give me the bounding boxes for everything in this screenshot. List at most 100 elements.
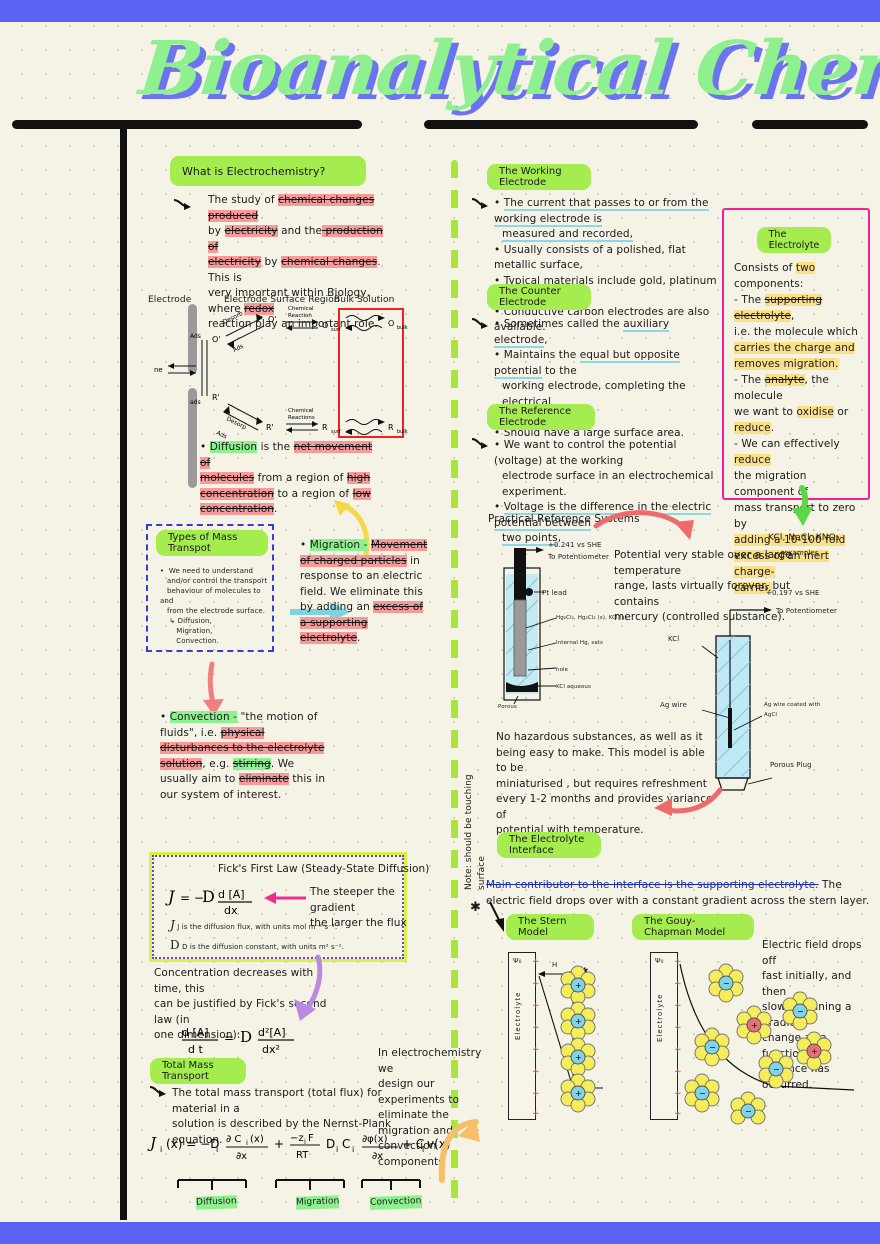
svg-text:D: D [240, 1028, 252, 1046]
svg-text:+: + [674, 1045, 682, 1055]
svg-text:∂x: ∂x [236, 1151, 247, 1162]
svg-text:(x): (x) [250, 1134, 264, 1145]
svg-text:+: + [532, 979, 540, 989]
svg-text:Desorp: Desorp [225, 416, 247, 432]
stern-molecule-column: + + + + [560, 965, 596, 1113]
arrow-hook-icon-3 [471, 198, 488, 209]
svg-text:R': R' [266, 423, 274, 432]
stern-psi-label: Ψ₀ [513, 957, 522, 965]
svg-text:−: − [773, 1065, 780, 1074]
svg-text:+: + [674, 1067, 682, 1077]
svg-text:Ads: Ads [232, 343, 245, 354]
bottom-color-band [0, 1222, 880, 1244]
working-electrode-bullets: • The current that passes to or from the… [494, 197, 717, 333]
svg-text:+: + [532, 1067, 540, 1077]
svg-text:D: D [326, 1137, 335, 1151]
column-divider [451, 160, 458, 1205]
svg-text:+: + [532, 957, 540, 967]
svg-text:i: i [160, 1145, 162, 1154]
svg-text:J: J [147, 1134, 157, 1152]
svg-text:ne: ne [154, 366, 163, 374]
stern-h-label: H [552, 961, 558, 969]
electrode-bar-lower [188, 388, 197, 488]
svg-text:i: i [422, 1145, 424, 1154]
svg-text:+: + [674, 1023, 682, 1033]
red-curve-arrow-2 [654, 787, 723, 816]
stern-electrode-plate [508, 952, 536, 1120]
left-margin-line [120, 124, 127, 1220]
gouy-electrode-plate [650, 952, 678, 1120]
svg-text:+: + [811, 1047, 818, 1056]
electrolyte-examples: KCl, NaCl, KNO₃ [768, 533, 840, 543]
heading-reference-electrode: The Reference Electrode [487, 404, 595, 430]
label-electrode-surface-region: Electrode Surface Region [224, 295, 340, 305]
heading-ficks-first-law: Fick's First Law (Steady-State Diffusion… [218, 863, 430, 875]
brace-label-diffusion: Diffusion [195, 1195, 237, 1210]
stern-plus-charges: +++ +++ ++ [532, 957, 540, 1119]
agcl-label-kcl: KCl [668, 635, 680, 643]
svg-text:F: F [308, 1133, 314, 1144]
green-down-arrow [792, 485, 813, 526]
electrolyte-box [722, 208, 870, 500]
term-migration: Migration - [309, 539, 368, 551]
title-rule-left [12, 120, 362, 129]
svg-text:−: − [745, 1107, 752, 1116]
svg-text:−: − [709, 1043, 716, 1052]
ficks-law-box [152, 855, 404, 959]
calomel-label-kcl-aq: KCl aqueous [556, 684, 591, 690]
calomel-label-paste: Hg₂Cl₂, Hg₂Cl₂ (s), KCl (s) [556, 615, 627, 621]
svg-text:+: + [532, 1023, 540, 1033]
heading-gouy-chapman-model: The Gouy-Chapman Model [632, 914, 754, 940]
svg-text:C: C [342, 1137, 350, 1151]
arrow-hook-icon-1 [173, 199, 191, 210]
calomel-description: Potential very stable over a large tempe… [614, 549, 792, 623]
svg-text:+: + [575, 1053, 582, 1062]
svg-text:bulk: bulk [397, 325, 408, 331]
svg-text:Chemical: Chemical [288, 408, 314, 414]
calomel-to-potentiometer: To Potentiometer [548, 553, 609, 561]
svg-text:R: R [388, 423, 394, 432]
ficks-def-d: D D is the diffusion constant, with unit… [170, 938, 344, 952]
svg-text:d [A]: d [A] [182, 1026, 209, 1039]
svg-text:−: − [797, 1007, 804, 1016]
red-curve-arrow-1 [593, 510, 694, 540]
heading-electrolyte-interface: The Electrolyte Interface [497, 832, 601, 858]
pink-down-arrow [203, 661, 224, 716]
agcl-potential: +0.197 vs SHE [766, 589, 820, 597]
svg-text:R': R' [212, 393, 220, 402]
ficks-second-law-equation: d [A] d t = D d²[A] dx² [182, 1026, 294, 1056]
mass-transport-box [146, 524, 274, 652]
asterisk-icon: ✱ [470, 900, 481, 915]
svg-text:surf: surf [331, 429, 341, 435]
svg-text:Reactions: Reactions [288, 415, 315, 421]
svg-text:+: + [532, 1001, 540, 1011]
svg-text:bulk: bulk [397, 429, 408, 435]
svg-text:O: O [322, 321, 328, 330]
svg-text:+: + [532, 1045, 540, 1055]
electrolyte-examples-sub: examples [784, 549, 819, 557]
electrode-bar-upper [188, 304, 197, 374]
svg-text:d²[A]: d²[A] [258, 1026, 286, 1039]
svg-text:D: D [202, 887, 215, 906]
gouy-plus-charges: +++ +++ ++ [674, 957, 682, 1119]
electrochem-definition: The study of chemical changes produced b… [208, 194, 383, 330]
svg-text:=: = [224, 1031, 234, 1045]
svg-text:+: + [575, 1089, 582, 1098]
svg-text:+: + [674, 1109, 682, 1119]
svg-text:Ads: Ads [190, 333, 201, 340]
bulk-solution-highlight-box [338, 308, 404, 438]
svg-text:∂x: ∂x [372, 1151, 383, 1162]
equation-braces [177, 1179, 421, 1190]
svg-text:dx²: dx² [262, 1043, 280, 1056]
term-diffusion: Diffusion [209, 441, 258, 453]
ficks-annotation: The steeper the gradient the larger the … [310, 886, 407, 929]
svg-text:ads: ads [190, 399, 201, 406]
svg-text:surf: surf [331, 327, 341, 333]
purple-down-arrow [294, 954, 323, 1021]
svg-text:+: + [575, 1017, 582, 1026]
svg-text:+: + [532, 1089, 540, 1099]
brace-label-convection: Convection [369, 1195, 422, 1210]
second-law-text: Concentration decreases with time, this … [154, 967, 327, 1041]
heading-counter-electrode: The Counter Electrode [487, 284, 591, 310]
svg-text:i: i [216, 1145, 218, 1154]
